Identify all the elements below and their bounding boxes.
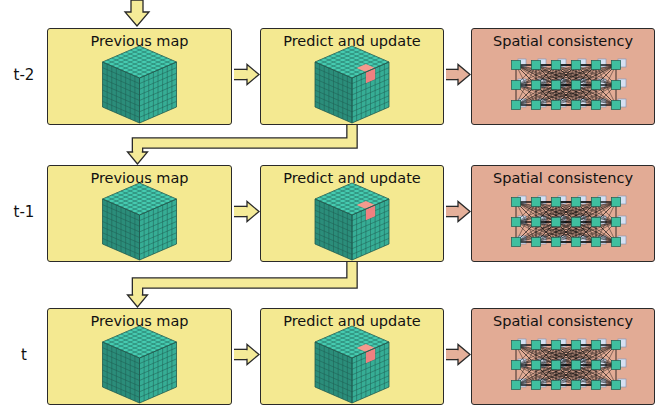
time-step-label: t-1 xyxy=(14,203,35,221)
map-panel: Previous map xyxy=(47,28,232,125)
flow-arrow xyxy=(128,262,353,307)
panel-title: Predict and update xyxy=(261,169,443,188)
panel-title: Spatial consistency xyxy=(472,169,654,188)
map-panel: Previous map xyxy=(47,308,232,405)
flow-arrow xyxy=(446,345,470,365)
map-panel: Predict and update xyxy=(260,308,444,405)
panel-title: Previous map xyxy=(48,169,231,188)
panel-title: Predict and update xyxy=(261,312,443,331)
map-panel: Previous map xyxy=(47,165,232,262)
time-step-label: t xyxy=(21,346,27,364)
flow-arrow xyxy=(234,65,259,85)
panel-title: Spatial consistency xyxy=(472,32,654,51)
voxel-cube xyxy=(315,183,389,260)
flow-arrow xyxy=(446,65,470,85)
panel-title: Previous map xyxy=(48,312,231,331)
network-panel: Spatial consistency xyxy=(471,28,655,125)
panel-title: Previous map xyxy=(48,32,231,51)
map-panel: Predict and update xyxy=(260,28,444,125)
flow-arrow xyxy=(234,345,259,365)
panel-title: Predict and update xyxy=(261,32,443,51)
voxel-cube xyxy=(315,46,389,123)
time-step-label: t-2 xyxy=(14,66,35,84)
map-panel: Predict and update xyxy=(260,165,444,262)
network-panel: Spatial consistency xyxy=(471,165,655,262)
panel-title: Spatial consistency xyxy=(472,312,654,331)
flow-arrow xyxy=(446,202,470,222)
voxel-cube xyxy=(315,326,389,403)
entry-arrow xyxy=(125,0,149,26)
graph-network xyxy=(512,196,627,247)
graph-network xyxy=(512,59,627,110)
flow-arrow xyxy=(234,202,259,222)
voxel-cube xyxy=(103,326,177,403)
graph-network xyxy=(512,339,627,390)
voxel-cube xyxy=(103,183,177,260)
voxel-cube xyxy=(103,46,177,123)
network-panel: Spatial consistency xyxy=(471,308,655,405)
flow-arrow xyxy=(128,125,353,164)
